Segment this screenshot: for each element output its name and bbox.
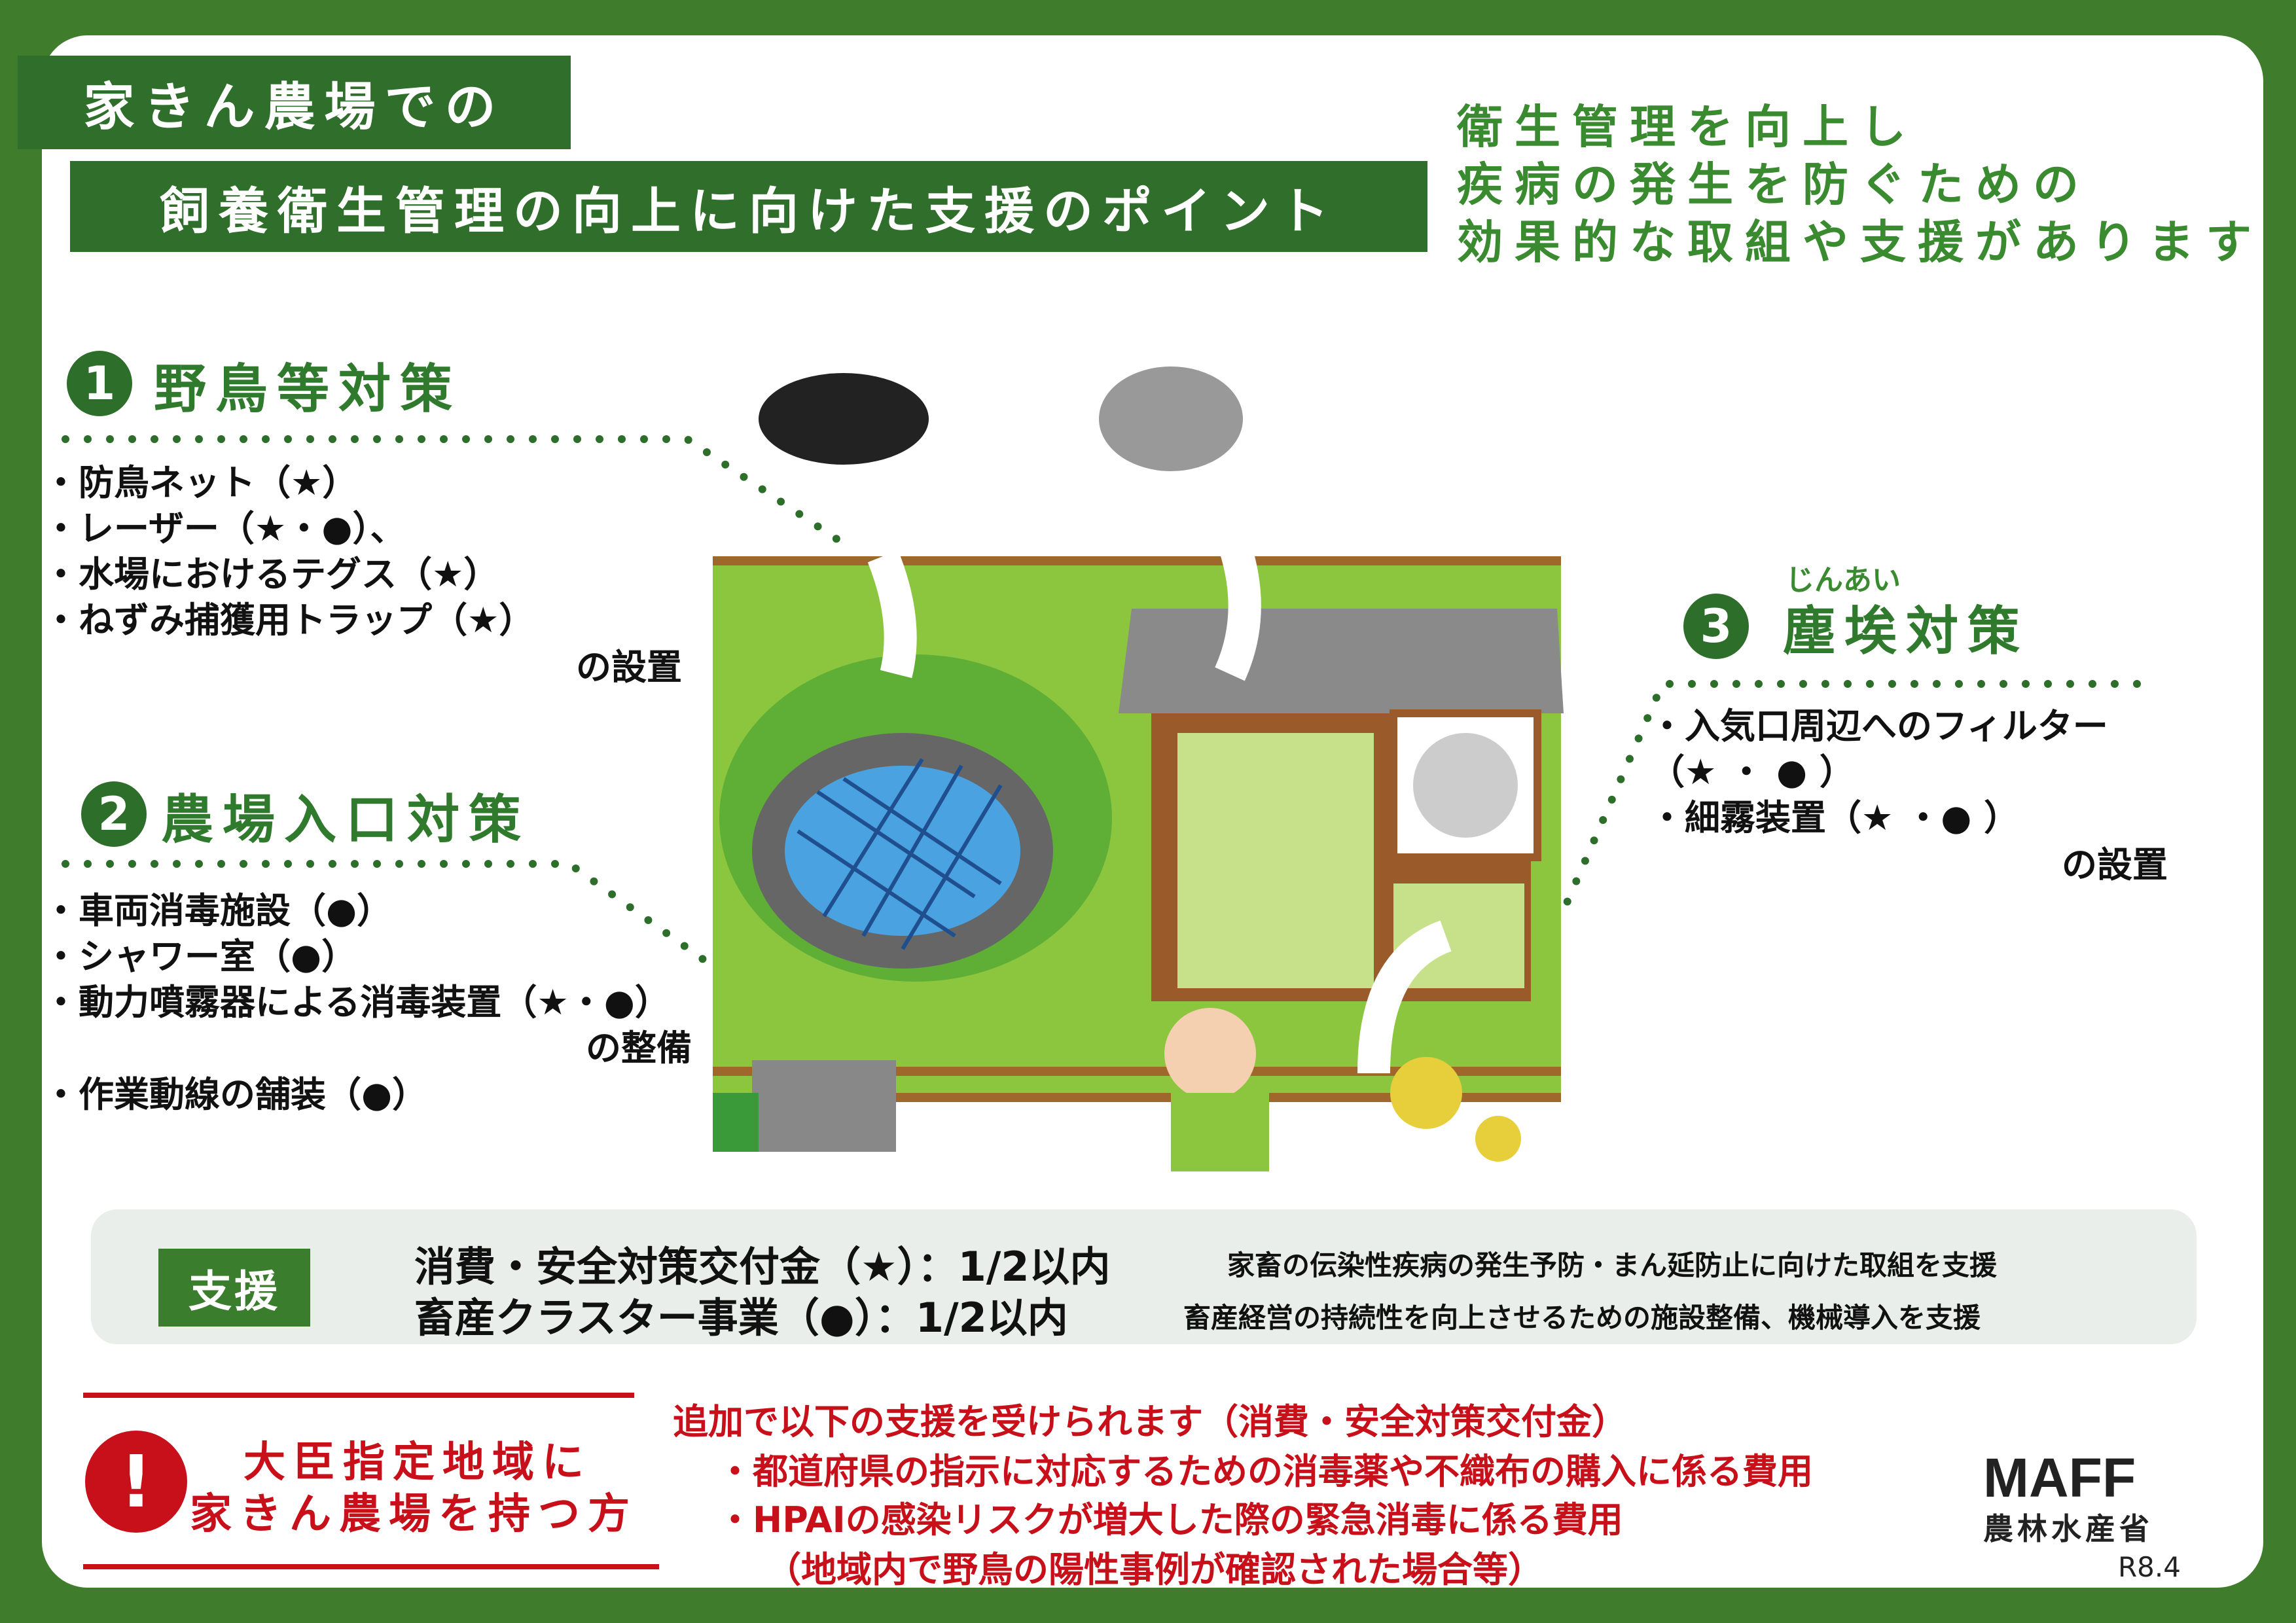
support-program-2: 畜産クラスター事業（●）：1/2以内 xyxy=(414,1294,1068,1342)
farm-illustration xyxy=(713,366,1564,1171)
arrow-down-right xyxy=(1208,510,1261,681)
list-item: ・ねずみ捕獲用トラップ（★） xyxy=(43,599,535,641)
tagline-line: 衛生管理を向上し xyxy=(1457,100,1918,154)
divider-top xyxy=(83,1393,634,1398)
section-1-list: ・防鳥ネット（★） ・レーザー（★・●）、 ・水場におけるテグス（★） ・ねずみ… xyxy=(43,460,534,643)
support-label: 支援 xyxy=(158,1249,310,1327)
dust-icon xyxy=(1390,1057,1521,1162)
arrow-up xyxy=(1357,920,1452,1074)
notice-lead: 追加で以下の支援を受けられます（消費・安全対策交付金） xyxy=(673,1401,1627,1442)
exclamation-icon: ! xyxy=(85,1431,187,1533)
tagline: 衛生管理を向上し 疾病の発生を防ぐための 効果的な取組や支援があります xyxy=(1457,98,2263,271)
support-program-1: 消費・安全対策交付金（★）：1/2以内 xyxy=(414,1243,1111,1291)
pond xyxy=(719,654,1112,982)
title-line1: 家きん農場での xyxy=(18,56,571,149)
list-item: ・防鳥ネット（★） xyxy=(43,462,358,503)
section-number-2: 2 xyxy=(81,781,147,847)
poultry-house xyxy=(1119,609,1564,1001)
list-item: ・動力噴霧器による消毒装置（★・●） xyxy=(43,982,670,1023)
section-3-ruby: じんあい xyxy=(1785,563,1901,597)
section-2-extra: ・作業動線の舗装（●） xyxy=(43,1074,428,1115)
list-item: ・車両消毒施設（●） xyxy=(43,890,393,931)
list-item: ・レーザー（★・●）、 xyxy=(43,508,406,549)
section-1-suffix: の設置 xyxy=(576,647,682,688)
maff-logo: MAFF xyxy=(1983,1447,2136,1508)
divider-bottom xyxy=(83,1564,659,1569)
section-number-1: 1 xyxy=(67,351,132,416)
list-item: （★ ・ ● ） xyxy=(1649,751,1855,793)
support-desc-1: 家畜の伝染性疾病の発生予防・まん延防止に向けた取組を支援 xyxy=(1227,1249,1998,1281)
support-panel xyxy=(91,1209,2197,1344)
fence xyxy=(713,556,1561,1102)
list-item: ・細霧装置（★ ・● ） xyxy=(1649,797,2020,838)
section-title-2: 農場入口対策 xyxy=(161,789,530,850)
section-number-3: 3 xyxy=(1683,594,1749,659)
notice-target-2: 家きん農場を持つ方 xyxy=(190,1490,637,1539)
version-label: R8.4 xyxy=(2118,1551,2181,1583)
section-2-suffix: の整備 xyxy=(586,1027,692,1069)
section-title-1: 野鳥等対策 xyxy=(154,359,461,419)
notice-note: （地域内で野鳥の陽性事例が確認された場合等） xyxy=(766,1549,1543,1590)
tagline-line: 疾病の発生を防ぐための xyxy=(1457,158,2090,211)
list-item: ・シャワー室（●） xyxy=(43,936,357,977)
notice-item: ・都道府県の指示に対応するための消毒薬や不織布の購入に係る費用 xyxy=(717,1451,1813,1492)
section-2-list: ・車両消毒施設（●） ・シャワー室（●） ・動力噴霧器による消毒装置（★・●） xyxy=(43,888,670,1026)
tagline-line: 効果的な取組や支援があります xyxy=(1457,215,2263,269)
section-title-3: 塵埃対策 xyxy=(1783,601,2029,662)
worker-icon xyxy=(1164,1008,1269,1171)
list-item: ・水場におけるテグス（★） xyxy=(43,554,499,595)
ministry-name: 農林水産省 xyxy=(1983,1511,2153,1546)
title-line2: 飼養衛生管理の向上に向けた支援のポイント xyxy=(70,161,1427,252)
arrow-down-left xyxy=(867,550,917,679)
list-item: ・入気口周辺へのフィルター xyxy=(1649,705,2108,747)
mouse-icon xyxy=(1099,366,1243,471)
support-desc-2: 畜産経営の持続性を向上させるための施設整備、機械導入を支援 xyxy=(1183,1302,1981,1334)
crow-icon xyxy=(759,373,929,465)
notice-item: ・HPAIの感染リスクが増大した際の緊急消毒に係る費用 xyxy=(717,1499,1623,1541)
section-3-list: ・入気口周辺へのフィルター （★ ・ ● ） ・細霧装置（★ ・● ） xyxy=(1649,704,2108,841)
truck-icon xyxy=(713,1060,896,1152)
notice-target-1: 大臣指定地域に xyxy=(243,1438,592,1487)
section-3-suffix: の設置 xyxy=(2062,844,2168,885)
